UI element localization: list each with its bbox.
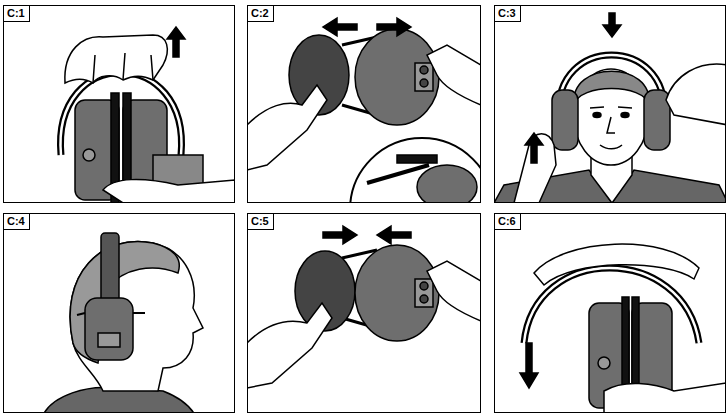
hand (247, 85, 327, 170)
hand (103, 180, 235, 203)
step-2-art (247, 18, 481, 203)
step-number: C:3 (495, 6, 521, 22)
cup-strip (397, 155, 437, 163)
ear-cup (355, 29, 439, 125)
eye (621, 113, 629, 118)
eye (593, 113, 601, 118)
arrow-left (377, 226, 411, 244)
button (420, 295, 428, 303)
step-3-art (494, 13, 726, 203)
hair (70, 241, 179, 363)
step-number: C:6 (495, 214, 521, 230)
button-panel (98, 333, 120, 347)
button (420, 282, 428, 290)
step-5-art (247, 226, 481, 388)
arrow-down (603, 13, 621, 37)
hand (427, 45, 481, 105)
step-4-art (43, 233, 203, 413)
arrow-down (520, 343, 538, 388)
button (598, 357, 610, 369)
step-number: C:5 (248, 214, 274, 230)
step-6-art (520, 244, 726, 413)
face-lines (590, 107, 632, 149)
hand (247, 303, 332, 388)
ear-cup (417, 165, 477, 203)
step-panel: C:1 (3, 5, 235, 203)
hand (534, 244, 699, 285)
step-number: C:1 (4, 6, 30, 22)
ear-cup (552, 90, 578, 150)
arrow-up (167, 27, 185, 57)
button (420, 79, 428, 87)
button (420, 66, 428, 74)
detail-circle (350, 138, 481, 203)
step-panel: C:6 (494, 213, 726, 413)
hand (514, 134, 556, 203)
step-panel: C:2 (247, 5, 481, 203)
hand (666, 64, 726, 125)
arrow-up (525, 133, 543, 163)
step-panel: C:5 (247, 213, 481, 413)
band-wire (77, 313, 145, 315)
step-1-art (60, 27, 235, 203)
finger-lines (93, 53, 153, 83)
button-panel (415, 63, 433, 91)
headband (101, 233, 119, 303)
button-panel (415, 279, 433, 307)
arrow-left (323, 18, 357, 36)
button (83, 149, 95, 161)
ear-cup (85, 298, 133, 360)
hand (604, 383, 726, 413)
step-number: C:4 (4, 214, 30, 230)
hand (427, 261, 481, 321)
ear-cup (355, 245, 439, 341)
step-number: C:2 (248, 6, 274, 22)
head (70, 241, 203, 391)
arrow-right (323, 226, 357, 244)
hair (574, 71, 649, 105)
step-panel: C:4 (3, 213, 235, 413)
hand (65, 35, 167, 83)
arrow-right (377, 18, 411, 36)
step-panel: C:3 (494, 5, 726, 203)
